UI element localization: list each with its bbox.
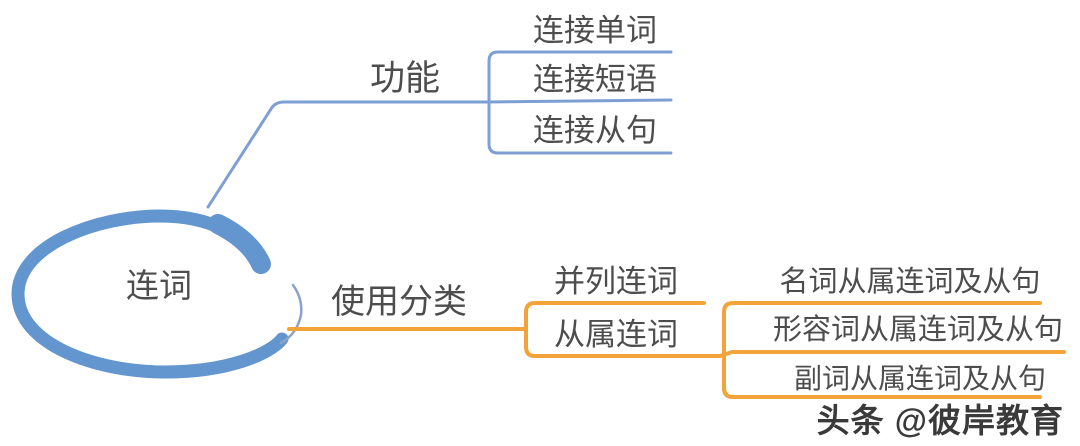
node-usage-category-label: 使用分类 [331,284,467,321]
branch-function-mid-line [487,98,673,104]
node-connect-words-label: 连接单词 [533,13,657,48]
branch-usage-bracket [524,301,722,358]
node-connect-phrases-label: 连接短语 [533,62,657,97]
root-ellipse-thin-hook [279,283,303,345]
branch-usage-sub-mid-line [718,350,1066,358]
node-noun-clause-label: 名词从属连词及从句 [779,266,1041,298]
node-subordinating-conjunction-label: 从属连词 [554,317,678,352]
node-connect-clauses-label: 连接从句 [533,113,657,148]
root-node-label: 连词 [126,269,192,305]
root-ellipse-stroke [11,209,289,379]
watermark-text: 头条 @彼岸教育 [816,402,1064,439]
root-ellipse-thick-end [208,214,271,274]
node-coordinating-conjunction-label: 并列连词 [554,264,678,299]
node-function-label: 功能 [369,59,440,98]
node-adjective-clause-label: 形容词从属连词及从句 [772,314,1063,346]
node-adverb-clause-label: 副词从属连词及从句 [793,364,1046,395]
branch-usage-sub-bracket [722,301,1042,399]
branch-function-stem [206,100,491,209]
